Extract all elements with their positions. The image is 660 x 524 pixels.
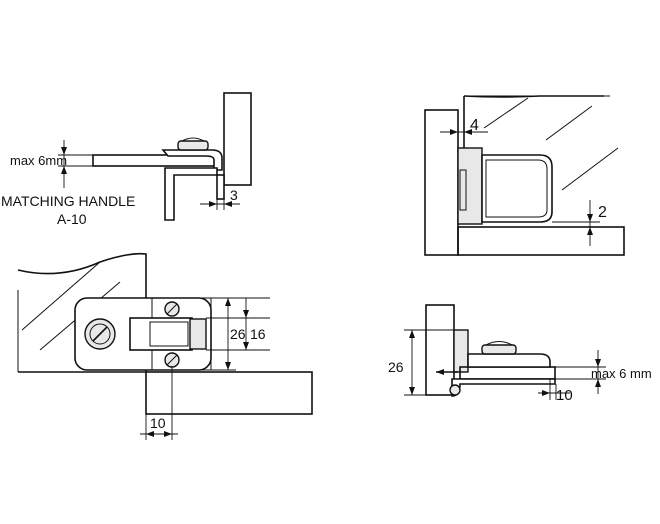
matching-handle-model: A-10 [57,211,87,227]
height-dimension-16-front: 16 [250,326,266,342]
hinge-clamp [161,149,223,171]
bottom-left-front-view: 26 16 10 [17,252,313,440]
gap-dimension-3: 3 [230,187,238,203]
front-shelf [145,371,313,415]
gap-dimension-2: 2 [598,204,607,221]
top-left-section-view: max 6mm MATCHING HANDLE A-10 3 [1,92,252,227]
matching-handle-label: MATCHING HANDLE [1,193,135,209]
latch-button [189,318,207,350]
bottom-right-side-view: 26 max 6 mm 10 [388,304,652,404]
height-dimension-26-side: 26 [388,359,404,375]
side-cabinet-panel [425,304,455,396]
top-right-plan-view: 4 2 [424,95,625,256]
cabinet-panel [223,92,252,186]
height-dimension-26-front: 26 [230,326,246,342]
hinge-screw-head [177,140,209,151]
width-dimension-10-side: 10 [556,387,573,404]
hinge-body [481,154,553,223]
gap-dimension-4: 4 [470,117,479,134]
matching-handle-profile [164,167,218,221]
cabinet-shelf [457,226,625,256]
max-thickness-label-left: max 6mm [10,153,67,168]
width-dimension-10-front: 10 [150,415,166,431]
max-thickness-label-right: max 6 mm [591,366,652,381]
side-glass-pane [459,366,556,380]
